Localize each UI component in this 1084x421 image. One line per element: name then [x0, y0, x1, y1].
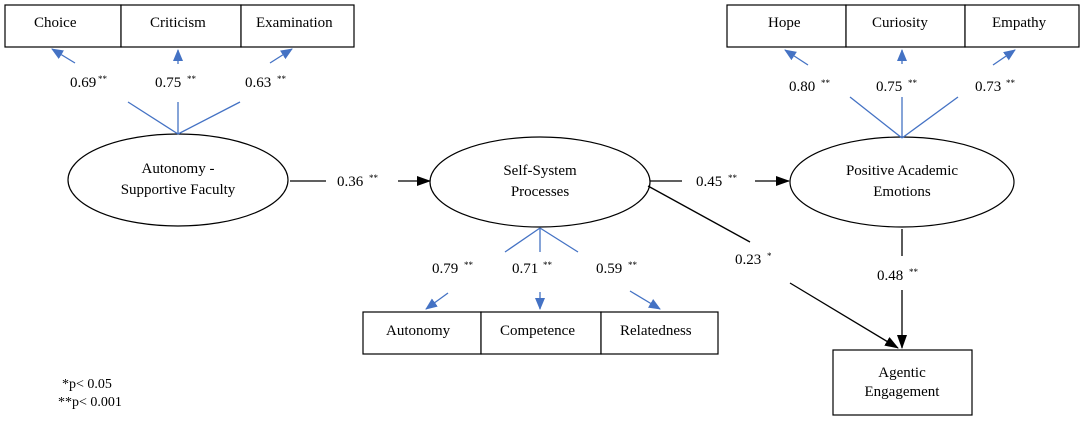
loading-empathy-stars: ** — [1006, 78, 1016, 88]
indicator-competence-label: Competence — [500, 323, 575, 339]
arrow-to-hope — [784, 49, 809, 66]
path-coef-ssp-pae-value: 0.45 — [696, 174, 722, 190]
loading-curiosity: 0.75 ** — [876, 78, 918, 95]
path-coef-ssp-pae-stars: ** — [728, 173, 738, 183]
ssp-fan-right — [539, 227, 579, 253]
arrow-to-autonomy — [425, 292, 449, 310]
indicator-choice-label: Choice — [34, 15, 77, 31]
latent-autonomy-supportive-faculty: Autonomy - Supportive Faculty — [67, 133, 289, 227]
indicator-criticism: Criticism — [120, 4, 242, 48]
indicator-hope-label: Hope — [768, 15, 801, 31]
loading-autonomy-value: 0.79 — [432, 261, 458, 277]
loading-choice: 0.69 ** — [70, 74, 108, 91]
path-coef-pae-ae-stars: ** — [909, 267, 919, 277]
loading-examination: 0.63 ** — [245, 74, 287, 91]
asf-fan-left — [127, 101, 179, 135]
indicator-criticism-label: Criticism — [150, 15, 206, 31]
arrow-to-empathy — [992, 49, 1016, 66]
asf-label-line2: Supportive Faculty — [121, 182, 236, 198]
indicator-examination-label: Examination — [256, 15, 333, 31]
loading-hope-value: 0.80 — [789, 79, 815, 95]
measurement-arrows-asf — [51, 48, 293, 135]
loading-autonomy: 0.79 ** — [432, 260, 474, 277]
ssp-label-line2: Processes — [511, 184, 569, 200]
indicator-examination: Examination — [240, 4, 355, 48]
asf-fan-right — [177, 101, 241, 135]
path-ssp-ae-tail — [647, 185, 751, 243]
arrow-to-choice — [51, 48, 76, 64]
asf-label-line1: Autonomy - — [142, 161, 215, 177]
path-coef-ssp-pae: 0.45 ** — [696, 173, 738, 190]
pae-fan-right — [901, 96, 959, 139]
loading-empathy-value: 0.73 — [975, 79, 1001, 95]
loading-autonomy-stars: ** — [464, 260, 474, 270]
loading-criticism-value: 0.75 — [155, 75, 181, 91]
loading-criticism-stars: ** — [187, 74, 197, 84]
loading-curiosity-value: 0.75 — [876, 79, 902, 95]
structural-paths — [290, 176, 907, 349]
loading-relatedness-value: 0.59 — [596, 261, 622, 277]
loading-hope-stars: ** — [821, 78, 831, 88]
path-coef-pae-ae: 0.48 ** — [877, 267, 919, 284]
ssp-fan-left — [504, 227, 541, 253]
loading-examination-stars: ** — [277, 74, 287, 84]
loading-choice-value: 0.69 — [70, 75, 96, 91]
path-coef-asf-ssp-value: 0.36 — [337, 174, 364, 190]
indicator-curiosity-label: Curiosity — [872, 15, 928, 31]
indicator-curiosity: Curiosity — [845, 4, 966, 48]
loading-criticism: 0.75 ** — [155, 74, 197, 91]
measurement-arrows-ssp — [425, 227, 661, 310]
indicator-empathy: Empathy — [964, 4, 1080, 48]
note-p05: *p< 0.05 — [62, 377, 112, 392]
latent-self-system-processes: Self-System Processes — [429, 136, 651, 228]
ssp-label-line1: Self-System — [503, 163, 577, 179]
path-coef-asf-ssp-stars: ** — [369, 173, 379, 183]
loading-competence-stars: ** — [543, 260, 553, 270]
latent-positive-academic-emotions: Positive Academic Emotions — [789, 136, 1015, 228]
pae-label-line1: Positive Academic — [846, 163, 958, 179]
indicator-hope: Hope — [726, 4, 847, 48]
loading-competence: 0.71 ** — [512, 260, 553, 277]
loading-competence-value: 0.71 — [512, 261, 538, 277]
indicator-choice: Choice — [4, 4, 122, 48]
indicator-empathy-label: Empathy — [992, 15, 1047, 31]
indicator-autonomy-label: Autonomy — [386, 323, 451, 339]
indicator-relatedness-label: Relatedness — [620, 323, 692, 339]
arrow-to-relatedness — [629, 290, 661, 310]
loading-relatedness: 0.59 ** — [596, 260, 638, 277]
loading-relatedness-stars: ** — [628, 260, 638, 270]
outcome-label-line1: Agentic — [878, 365, 926, 381]
path-coef-ssp-ae-stars: * — [767, 251, 772, 261]
measurement-arrows-pae — [784, 49, 1016, 139]
path-coef-pae-ae-value: 0.48 — [877, 268, 903, 284]
arrow-to-examination — [269, 48, 293, 64]
outcome-label-line2: Engagement — [865, 384, 941, 400]
path-coef-ssp-ae-value: 0.23 — [735, 252, 761, 268]
indicator-competence: Competence — [480, 311, 602, 355]
indicator-autonomy: Autonomy — [362, 311, 482, 355]
loading-choice-stars: ** — [98, 74, 108, 84]
pae-fan-left — [849, 96, 903, 139]
loading-empathy: 0.73 ** — [975, 78, 1016, 95]
outcome-agentic-engagement: Agentic Engagement — [832, 349, 973, 416]
indicator-relatedness: Relatedness — [600, 311, 719, 355]
note-p001: **p< 0.001 — [58, 395, 122, 410]
significance-notes: *p< 0.05 **p< 0.001 — [58, 377, 122, 410]
loading-hope: 0.80 ** — [789, 78, 831, 95]
loading-examination-value: 0.63 — [245, 75, 271, 91]
path-coef-asf-ssp: 0.36 ** — [337, 173, 379, 190]
pae-label-line2: Emotions — [873, 184, 931, 200]
loading-curiosity-stars: ** — [908, 78, 918, 88]
path-ssp-ae-head — [789, 282, 899, 349]
path-coef-ssp-ae: 0.23 * — [735, 251, 772, 268]
